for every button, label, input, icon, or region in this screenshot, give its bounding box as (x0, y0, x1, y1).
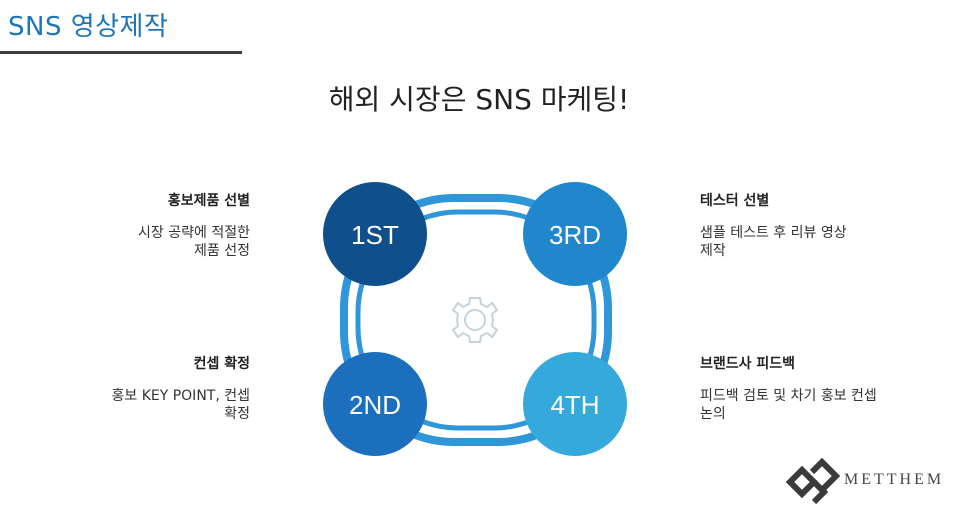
step-4-circle (523, 352, 627, 456)
step-3-heading: 테스터 선별 (700, 193, 770, 209)
step-3-text: 테스터 선별 샘플 테스트 후 리뷰 영상 제작 (700, 190, 920, 260)
step-2-badge: 2ND (323, 352, 427, 456)
step-4-badge: 4TH (523, 352, 627, 456)
step-2-badge-label: 2ND (349, 390, 401, 420)
step-4-description: 피드백 검토 및 차기 홍보 컨셉 논의 (700, 388, 877, 422)
connector-ring (340, 194, 612, 446)
step-2-description: 홍보 KEY POINT, 컨셉 확정 (111, 388, 250, 422)
page-header-title: SNS 영상제작 (8, 12, 169, 42)
step-3-badge: 3RD (523, 182, 627, 286)
step-1-description: 시장 공략에 적절한 제품 선정 (138, 225, 250, 259)
step-2-heading: 컨셉 확정 (193, 356, 250, 372)
brand-name: METTHEM (844, 471, 945, 488)
gear-icon (451, 297, 499, 343)
step-3-description: 샘플 테스트 후 리뷰 영상 제작 (700, 225, 847, 259)
step-1-badge-label: 1ST (351, 220, 399, 250)
step-1-text: 홍보제품 선별 시장 공략에 적절한 제품 선정 (0, 190, 250, 260)
step-2-text: 컨셉 확정 홍보 KEY POINT, 컨셉 확정 (0, 353, 250, 423)
step-2-circle (323, 352, 427, 456)
step-3-circle (523, 182, 627, 286)
header-divider (0, 51, 242, 54)
main-title: 해외 시장은 SNS 마케팅! (328, 83, 630, 116)
step-4-badge-label: 4TH (550, 390, 599, 420)
step-3-badge-label: 3RD (549, 220, 601, 250)
step-1-heading: 홍보제품 선별 (167, 193, 250, 209)
metthem-logo-icon (786, 458, 840, 505)
step-1-badge: 1ST (323, 182, 427, 286)
step-4-heading: 브랜드사 피드백 (700, 356, 796, 372)
step-1-circle (323, 182, 427, 286)
step-4-text: 브랜드사 피드백 피드백 검토 및 차기 홍보 컨셉 논의 (700, 353, 940, 423)
